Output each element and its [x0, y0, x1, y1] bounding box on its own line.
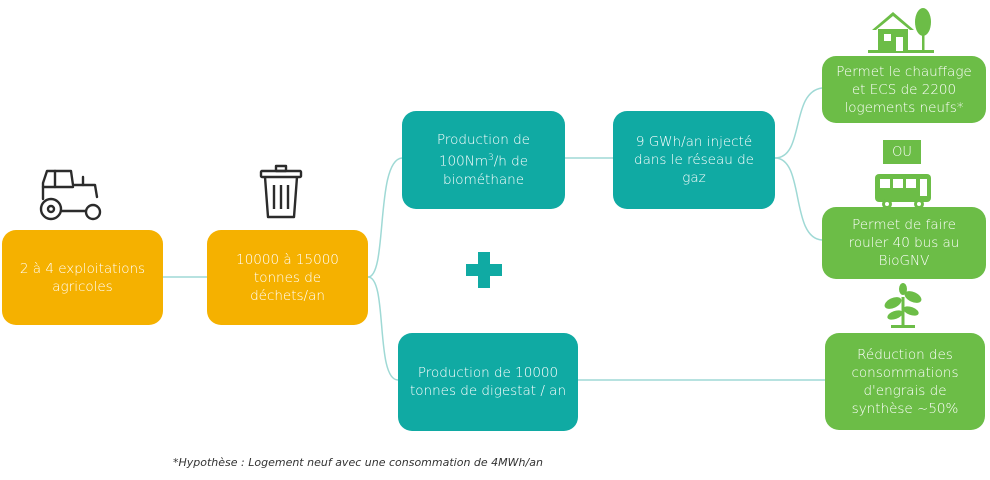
- tractor-icon: [39, 169, 102, 221]
- digestate-label: Production de 10000 tonnes de digestat /…: [409, 365, 567, 399]
- bus-box: Permet de faire rouler 40 bus au BioGNV: [822, 207, 986, 279]
- waste-box: 10000 à 15000 tonnes de déchets/an: [207, 230, 368, 325]
- fertilizer-label: Réduction des consommations d'engrais de…: [851, 346, 959, 417]
- footnote: *Hypothèse : Logement neuf avec une cons…: [173, 456, 543, 469]
- house-tree-icon: [868, 8, 934, 53]
- farms-label: 2 à 4 exploitations agricoles: [19, 260, 146, 295]
- digestate-box: Production de 10000 tonnes de digestat /…: [398, 333, 578, 431]
- or-badge: OU: [883, 140, 921, 164]
- biomethane-box: Production de 100Nm3/h de biométhane: [402, 111, 565, 209]
- bus-label: Permet de faire rouler 40 bus au BioGNV: [848, 217, 960, 269]
- plus-icon: [466, 252, 502, 288]
- bus-icon: [875, 174, 931, 209]
- injected-box: 9 GWh/an injecté dans le réseau de gaz: [613, 111, 775, 209]
- biomethane-label: Production de 100Nm3/h de biométhane: [437, 132, 530, 188]
- trash-bin-icon: [259, 164, 303, 219]
- seedling-icon: [884, 283, 922, 328]
- injected-label: 9 GWh/an injecté dans le réseau de gaz: [634, 134, 754, 186]
- heating-box: Permet le chauffage et ECS de 2200 logem…: [822, 56, 986, 123]
- fertilizer-box: Réduction des consommations d'engrais de…: [825, 333, 985, 430]
- heating-label: Permet le chauffage et ECS de 2200 logem…: [836, 63, 972, 116]
- farms-box: 2 à 4 exploitations agricoles: [2, 230, 163, 325]
- waste-label: 10000 à 15000 tonnes de déchets/an: [236, 251, 339, 304]
